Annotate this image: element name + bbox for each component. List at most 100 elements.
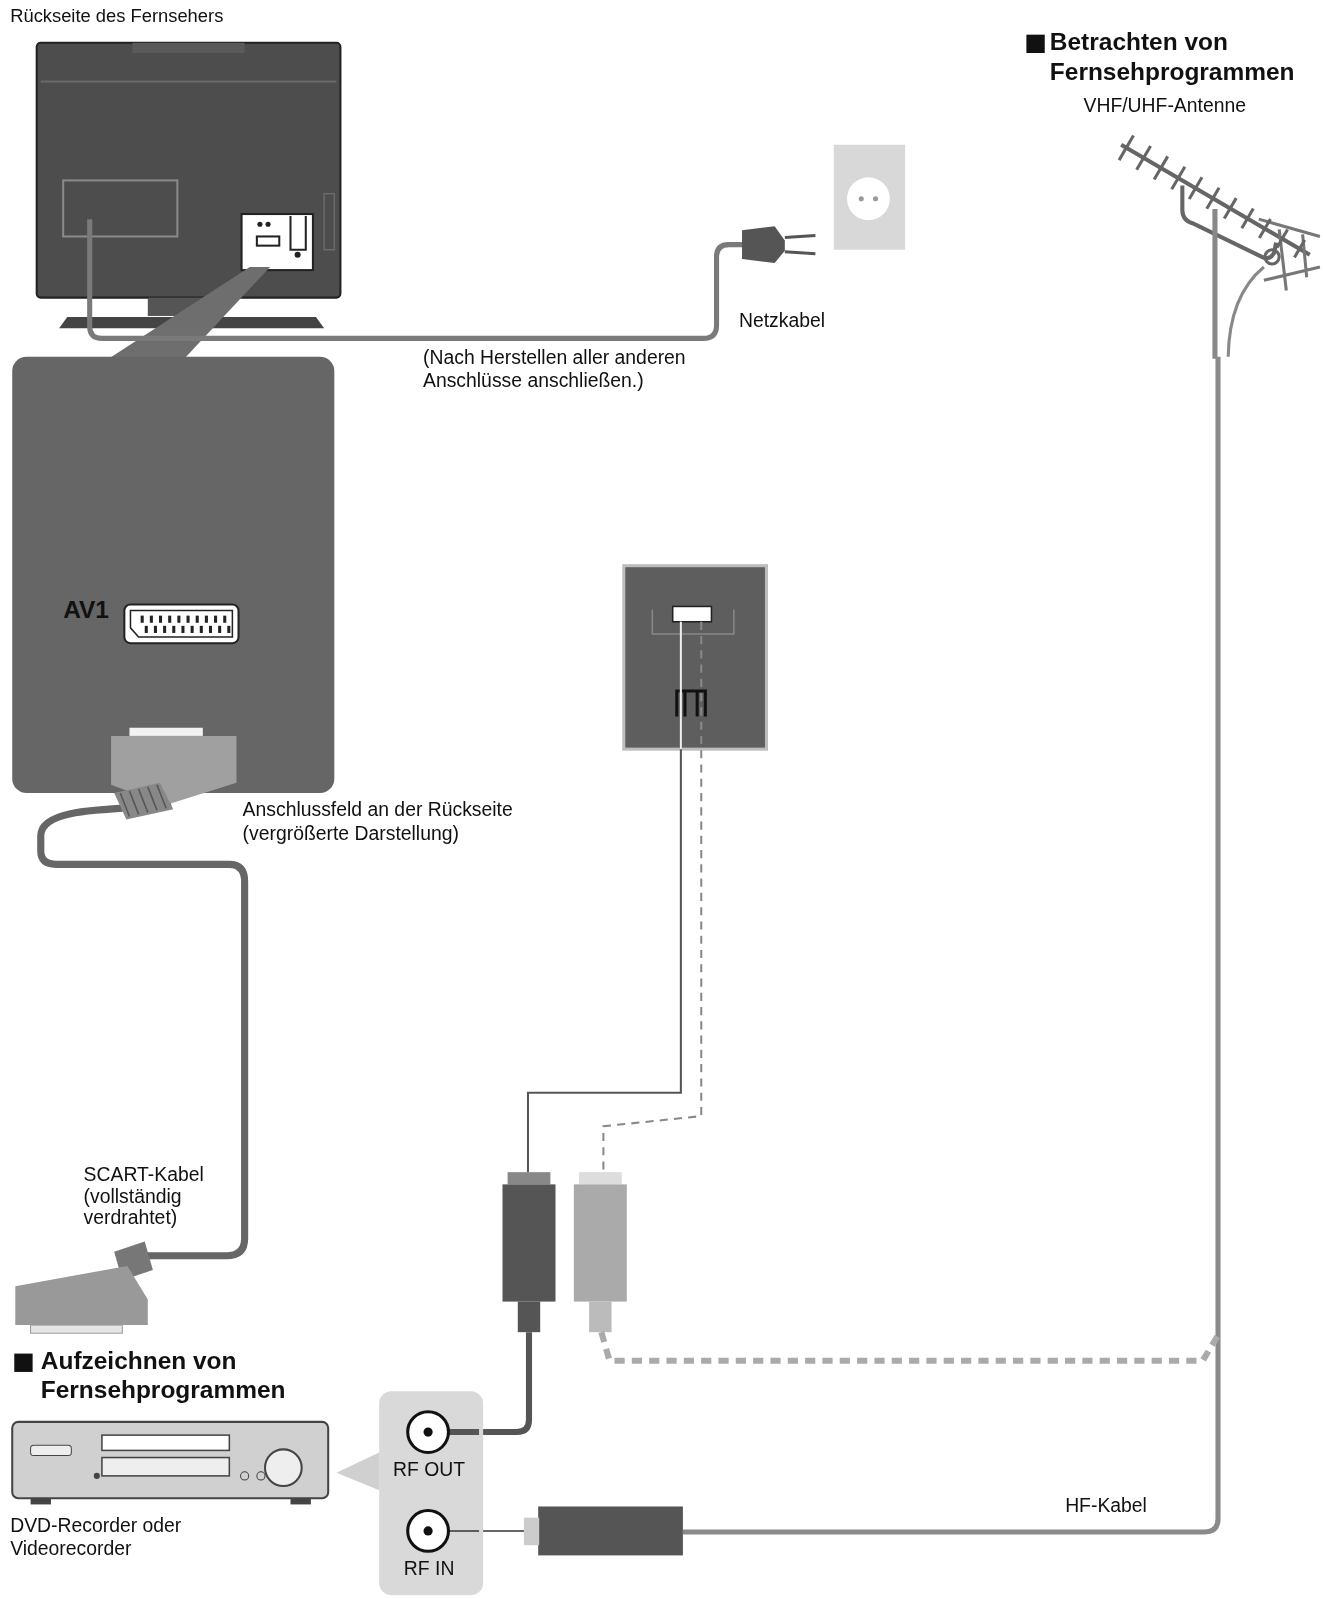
scart-socket (130, 611, 232, 638)
antenna (1265, 250, 1279, 264)
tv-back (37, 43, 341, 328)
scart-cable (41, 805, 245, 1256)
power-cable (742, 226, 785, 263)
caption-label: Netzkabel (739, 310, 825, 333)
caption-label: DVD-Recorder oder Videorecorder (10, 1515, 214, 1561)
scart-pin (209, 626, 212, 633)
scart-pin (227, 626, 230, 633)
panel-drawing (12, 357, 334, 793)
port-label: RF OUT (379, 1459, 479, 1482)
wall-outlet (834, 145, 905, 250)
scart-pin (163, 626, 166, 633)
antenna-element (1259, 219, 1270, 238)
scart-pin (205, 616, 208, 623)
tv-back (37, 43, 341, 298)
power-cable (90, 219, 744, 338)
port-label: AV1 (63, 595, 109, 624)
socket-wires (528, 622, 701, 1172)
caption-label: SCART-Kabel (vollständig verdrahtet) (84, 1165, 227, 1229)
antenna-wall-socket (624, 566, 767, 749)
antenna-element (1277, 229, 1288, 247)
scart-pin (141, 616, 144, 623)
tv-back (266, 222, 271, 227)
recorder (12, 1422, 328, 1498)
hf-plug (479, 1530, 524, 1532)
bullet-squares (14, 1354, 32, 1372)
antenna-element (1154, 156, 1168, 179)
rf-jack (424, 1427, 433, 1436)
rf-plugs (508, 1172, 551, 1184)
antenna (1259, 219, 1320, 290)
scart-pin (145, 626, 148, 633)
recorder (102, 1458, 229, 1476)
recorder (94, 1473, 100, 1479)
antenna-element (1189, 177, 1202, 199)
rf-plugs (518, 1302, 540, 1333)
scart-pin (168, 616, 171, 623)
connection-panel: AV1 (12, 357, 334, 793)
scart-plug (120, 793, 129, 816)
hf-plug (538, 1506, 683, 1555)
recorder (265, 1449, 302, 1486)
wall-outlet (859, 196, 864, 201)
recorder (241, 1472, 249, 1480)
rf-plugs (574, 1184, 627, 1301)
antenna-element (1119, 135, 1133, 160)
rf-jack (408, 1511, 449, 1552)
recorder (336, 1452, 379, 1490)
recorder (31, 1445, 72, 1455)
recorder (257, 1472, 265, 1480)
section-heading: Betrachten von Fernsehprogrammen (1050, 28, 1317, 87)
antenna-element (1294, 240, 1304, 258)
tv-back (257, 222, 262, 227)
scart-pin (159, 616, 162, 623)
scart-plug (111, 728, 236, 820)
antenna (1119, 135, 1320, 358)
antenna-element (1207, 188, 1219, 209)
scart-pin (200, 626, 203, 633)
power-cable (785, 235, 816, 253)
caption-label: VHF/UHF-Antenne (1083, 95, 1246, 118)
tv-back (63, 180, 177, 236)
scart-plug (114, 783, 173, 820)
scart-cable (15, 805, 244, 1333)
antenna-element (1242, 209, 1254, 229)
antenna-element (1137, 146, 1151, 170)
rf-port-panel: RF OUTRF IN (379, 1391, 483, 1595)
antenna (1228, 267, 1264, 357)
bullet-squares (1026, 35, 1044, 53)
antenna-element (1224, 198, 1236, 218)
scart-pin (218, 626, 221, 633)
wall-outlet (847, 177, 890, 220)
scart-socket (124, 604, 238, 643)
zoom-wedge (104, 267, 270, 362)
rf-plugs (579, 1172, 622, 1184)
tv-back (257, 236, 279, 245)
scart-pin (154, 626, 157, 633)
scart-pin (181, 626, 184, 633)
tv-back (242, 214, 313, 270)
scart-cable (31, 1325, 123, 1333)
caption-label: HF-Kabel (1065, 1494, 1147, 1517)
caption-label: Rückseite des Fernsehers (10, 6, 223, 28)
scart-plug (148, 787, 157, 810)
antenna-wall-socket (624, 566, 767, 749)
socket-wires (680, 622, 682, 749)
socket-wires (603, 622, 701, 1172)
recorder (12, 1422, 379, 1505)
socket-wires (528, 622, 681, 1172)
rf-cables (601, 1332, 1218, 1361)
scart-pin (172, 626, 175, 633)
rf-cables (479, 1332, 529, 1432)
rf-jack (424, 1526, 433, 1535)
hf-plug (479, 1506, 683, 1555)
tv-back (324, 194, 334, 250)
rf-cables (479, 1332, 1218, 1432)
recorder (31, 1498, 51, 1504)
antenna (1182, 186, 1276, 259)
caption-label: Anschlussfeld an der Rückseite (vergröße… (243, 799, 569, 845)
scart-pin (150, 616, 153, 623)
scart-pin (223, 616, 226, 623)
scart-pin (196, 616, 199, 623)
antenna-cable (683, 357, 1218, 1532)
